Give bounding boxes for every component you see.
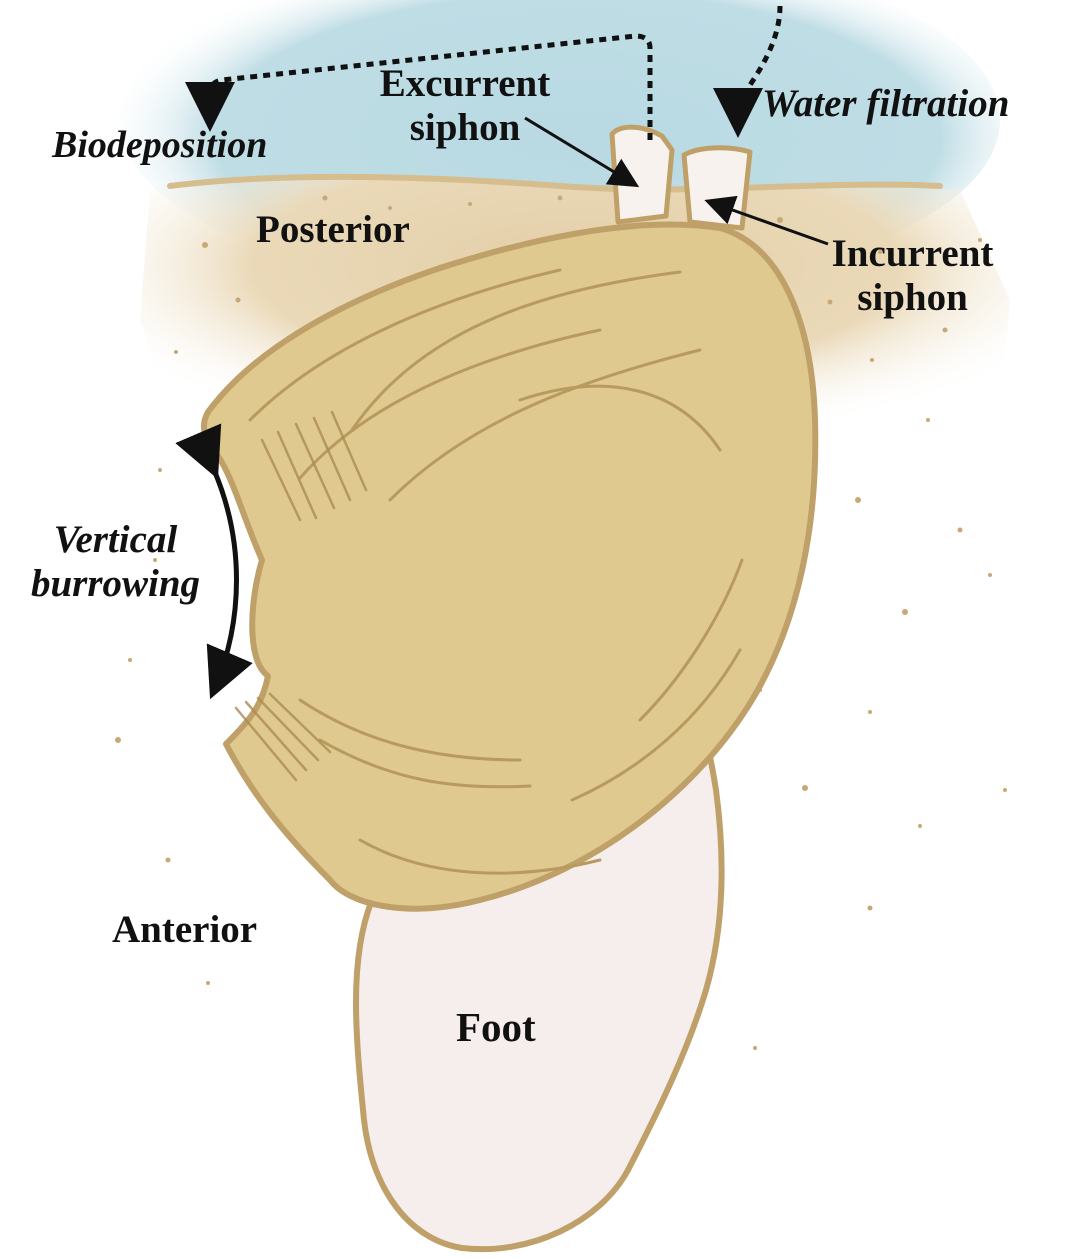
vertical-burrowing-label: Vertical burrowing: [8, 518, 223, 605]
incurrent-siphon: [684, 148, 750, 228]
incurrent-label-line1: Incurrent: [805, 232, 1020, 276]
posterior-label: Posterior: [256, 208, 410, 252]
vertical-label-line2: burrowing: [8, 562, 223, 606]
foot-label: Foot: [456, 1005, 536, 1051]
biodeposition-label: Biodeposition: [52, 124, 267, 167]
vertical-label-line1: Vertical: [8, 518, 223, 562]
incurrent-label-line2: siphon: [805, 276, 1020, 320]
excurrent-label-line2: siphon: [355, 106, 575, 150]
anterior-label: Anterior: [112, 908, 257, 952]
excurrent-label-line1: Excurrent: [355, 62, 575, 106]
incurrent-siphon-label: Incurrent siphon: [805, 232, 1020, 319]
water-filtration-label: Water filtration: [762, 82, 1009, 126]
excurrent-siphon-label: Excurrent siphon: [355, 62, 575, 149]
